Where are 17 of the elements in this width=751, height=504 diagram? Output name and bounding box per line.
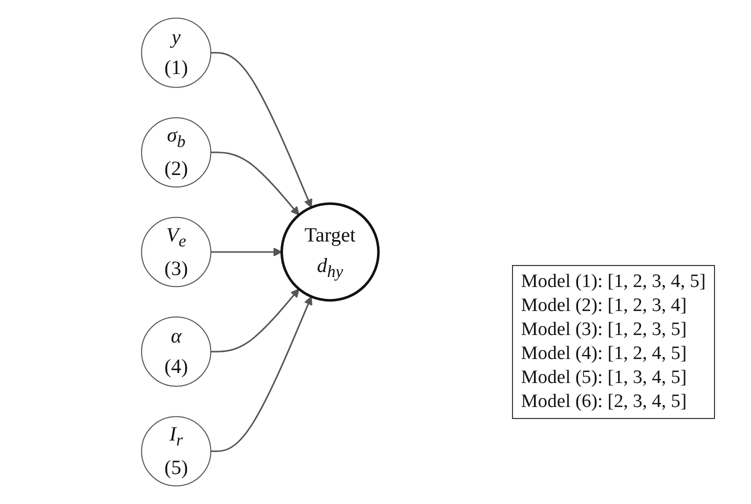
arrow xyxy=(210,52,312,208)
arrow xyxy=(210,248,282,256)
node-circle: V$_{e}$ (3) xyxy=(141,216,212,288)
node-circle: σ$_{b}$ (2) xyxy=(141,117,212,188)
model-list-entry: Model (4): [1, 2, 4, 5] xyxy=(521,342,688,366)
arrow xyxy=(210,152,300,216)
arrow xyxy=(210,296,312,452)
node-circle: Target d$_{hy}$ xyxy=(280,202,380,302)
node-circle: α (4) xyxy=(141,316,212,387)
model-list-entry: Model (1): [1, 2, 3, 4, 5] xyxy=(521,270,706,294)
model-list-entry: Model (6): [2, 3, 4, 5] xyxy=(521,390,688,414)
node-circle: y (1) xyxy=(141,18,212,88)
arrow xyxy=(210,288,300,352)
node-circle: I$_{r}$ (5) xyxy=(141,416,212,486)
model-list-entry: Model (2): [1, 2, 3, 4] xyxy=(521,294,688,318)
model-list-entry: Model (5): [1, 3, 4, 5] xyxy=(521,366,688,390)
model-list-entry: Model (3): [1, 2, 3, 5] xyxy=(521,318,688,342)
